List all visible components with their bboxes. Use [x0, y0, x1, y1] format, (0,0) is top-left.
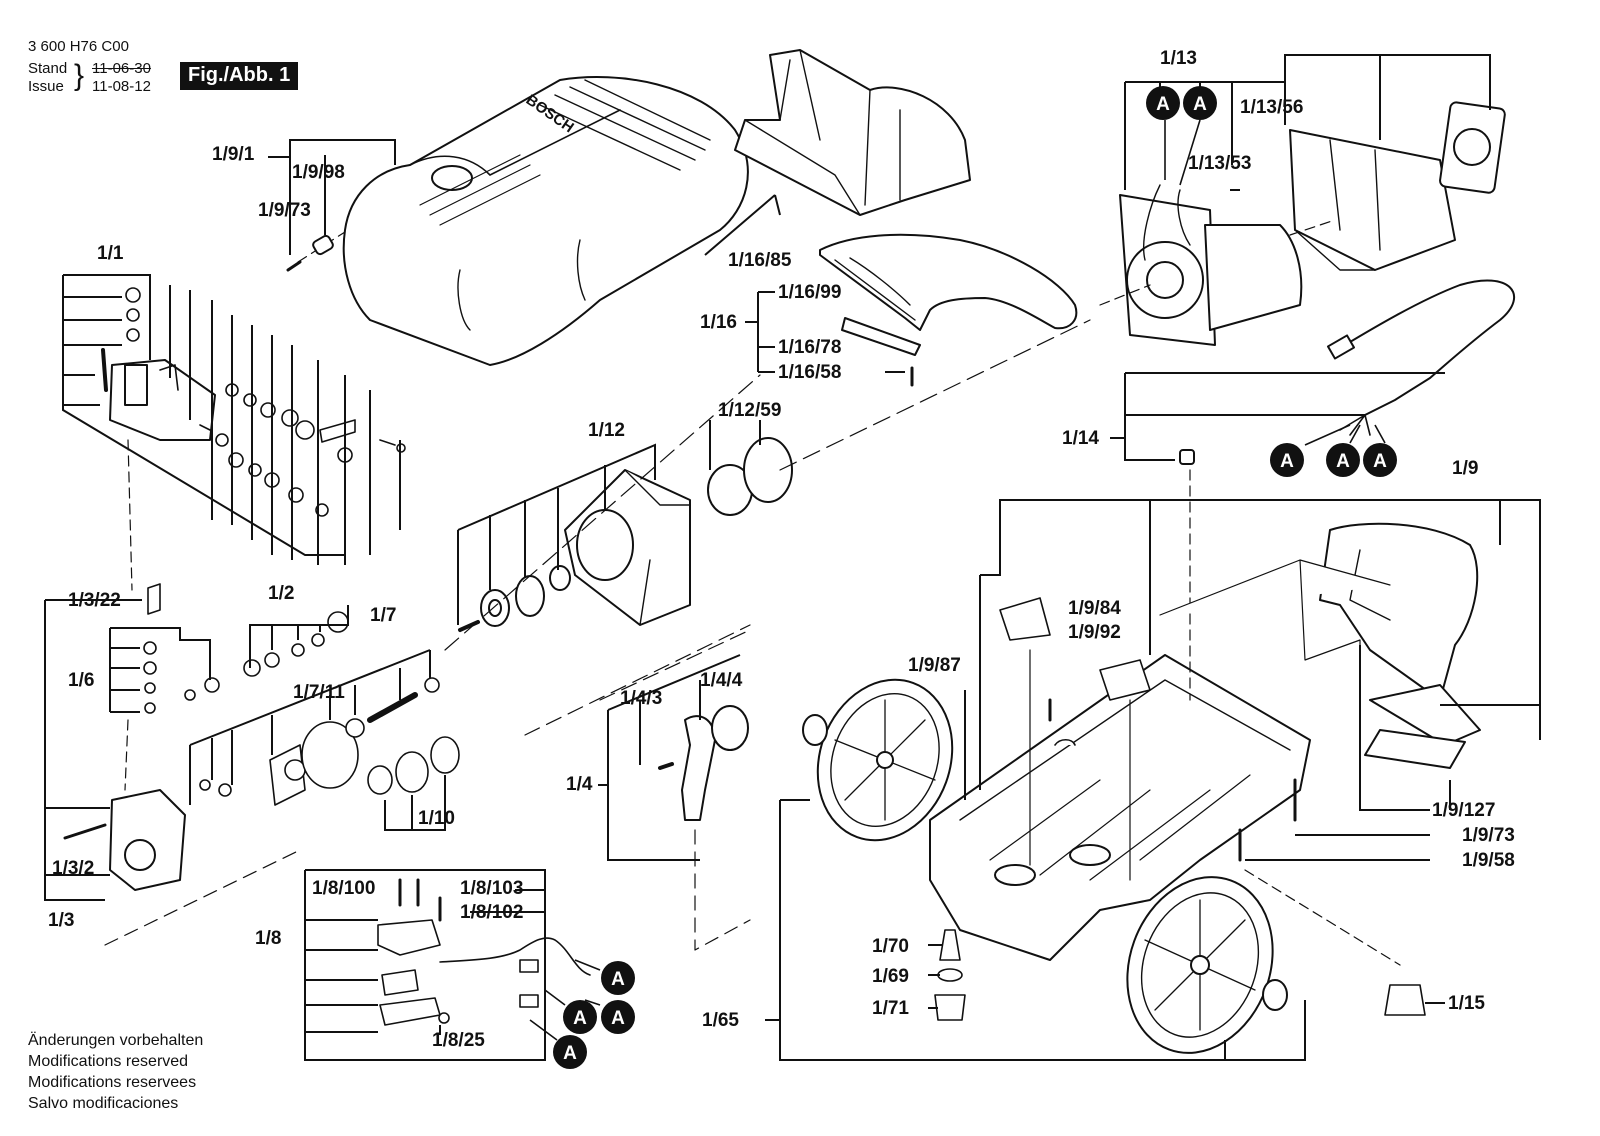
gear-housing-part: [444, 319, 1091, 651]
fittings-part: [934, 469, 1426, 1021]
label-1-3: 1/3: [48, 910, 75, 931]
stand-label: Stand: [28, 60, 68, 77]
top-cover-part: BOSCH: [286, 76, 749, 366]
label-1-9: 1/9: [1452, 458, 1479, 479]
issue-label: Issue: [28, 78, 64, 95]
connector-marker-a-4: A: [1326, 443, 1360, 477]
chassis-part: [929, 654, 1311, 961]
label-1-3-22: 1/3/22: [68, 590, 121, 611]
label-1-16: 1/16: [700, 312, 737, 333]
label-1-13-53: 1/13/53: [1188, 153, 1252, 174]
label-1-15: 1/15: [1448, 993, 1485, 1014]
label-1-8-100: 1/8/100: [312, 878, 376, 899]
piston-set-part: [199, 611, 460, 806]
svg-text:A: A: [1193, 94, 1207, 115]
label-1-70: 1/70: [872, 936, 909, 957]
label-1-65: 1/65: [702, 1010, 739, 1031]
motor-part: [1099, 101, 1506, 346]
label-1-1: 1/1: [97, 243, 124, 264]
hose-holder-part: [819, 233, 1078, 387]
label-1-9-73-top: 1/9/73: [258, 200, 311, 221]
connector-marker-a-5: A: [1363, 443, 1397, 477]
label-1-7-11: 1/7/11: [293, 682, 345, 703]
modification-notes: Änderungen vorbehalten Modifications res…: [28, 1030, 203, 1114]
note-de: Änderungen vorbehalten: [28, 1032, 204, 1049]
label-1-16-99: 1/16/99: [778, 282, 842, 303]
connector-marker-a-2: A: [1183, 86, 1217, 120]
label-1-8-25: 1/8/25: [432, 1030, 485, 1051]
label-1-8-102: 1/8/102: [460, 902, 524, 923]
old-date: 11-06-30: [92, 60, 151, 77]
svg-text:A: A: [563, 1043, 577, 1064]
label-1-14: 1/14: [1062, 428, 1099, 449]
note-fr: Modifications reservees: [28, 1074, 197, 1091]
label-1-16-58: 1/16/58: [778, 362, 842, 383]
wheel-left-part: [802, 678, 954, 842]
label-1-16-85: 1/16/85: [728, 250, 792, 271]
label-1-9-84: 1/9/84: [1068, 598, 1121, 619]
connector-marker-a-8: A: [601, 1000, 635, 1034]
label-1-9-87: 1/9/87: [908, 655, 961, 676]
figure-label: Fig./Abb. 1: [180, 62, 299, 90]
label-1-2: 1/2: [268, 583, 295, 604]
connector-marker-a-7: A: [563, 1000, 597, 1034]
wheel-right-part: [1126, 876, 1288, 1054]
connector-marker-a-1: A: [1146, 86, 1180, 120]
connector-marker-a-9: A: [553, 1035, 587, 1069]
label-1-13-56: 1/13/56: [1240, 97, 1304, 118]
outlet-nozzle-part: [524, 624, 751, 951]
label-1-71: 1/71: [872, 998, 909, 1019]
label-1-16-78: 1/16/78: [778, 337, 842, 358]
drawing-number: 3 600 H76 C00: [28, 38, 129, 55]
label-1-12: 1/12: [588, 420, 625, 441]
label-1-6: 1/6: [68, 670, 95, 691]
label-1-4: 1/4: [566, 774, 593, 795]
connector-marker-a-6: A: [601, 961, 635, 995]
svg-text:A: A: [1373, 451, 1387, 472]
svg-text:A: A: [611, 1008, 625, 1029]
label-1-8-103: 1/8/103: [460, 878, 524, 899]
svg-text:A: A: [1280, 451, 1294, 472]
housing-frame-part: [734, 49, 971, 216]
label-1-9-92: 1/9/92: [1068, 622, 1121, 643]
pump-head-part: [63, 583, 301, 946]
note-es: Salvo modificaciones: [28, 1095, 179, 1112]
svg-text:A: A: [611, 969, 625, 990]
svg-text:A: A: [1156, 94, 1170, 115]
label-1-9-58: 1/9/58: [1462, 850, 1515, 871]
label-1-9-127: 1/9/127: [1432, 800, 1496, 821]
label-1-3-2: 1/3/2: [52, 858, 95, 879]
label-1-4-4: 1/4/4: [700, 670, 743, 691]
power-cord-part: [1179, 279, 1516, 465]
label-1-8: 1/8: [255, 928, 282, 949]
label-1-13: 1/13: [1160, 48, 1197, 69]
label-1-9-98: 1/9/98: [292, 162, 345, 183]
connector-marker-a-3: A: [1270, 443, 1304, 477]
switch-part: [377, 878, 591, 1026]
brace-glyph: }: [74, 59, 85, 92]
label-1-10: 1/10: [418, 808, 455, 829]
label-1-12-59: 1/12/59: [718, 400, 782, 421]
new-date: 11-08-12: [92, 78, 151, 95]
label-1-9-73-right: 1/9/73: [1462, 825, 1515, 846]
label-1-4-3: 1/4/3: [620, 688, 663, 709]
label-1-69: 1/69: [872, 966, 909, 987]
note-en: Modifications reserved: [28, 1053, 189, 1070]
label-1-7: 1/7: [370, 605, 397, 626]
label-1-9-1: 1/9/1: [212, 144, 255, 165]
svg-text:A: A: [1336, 451, 1350, 472]
svg-text:A: A: [573, 1008, 587, 1029]
